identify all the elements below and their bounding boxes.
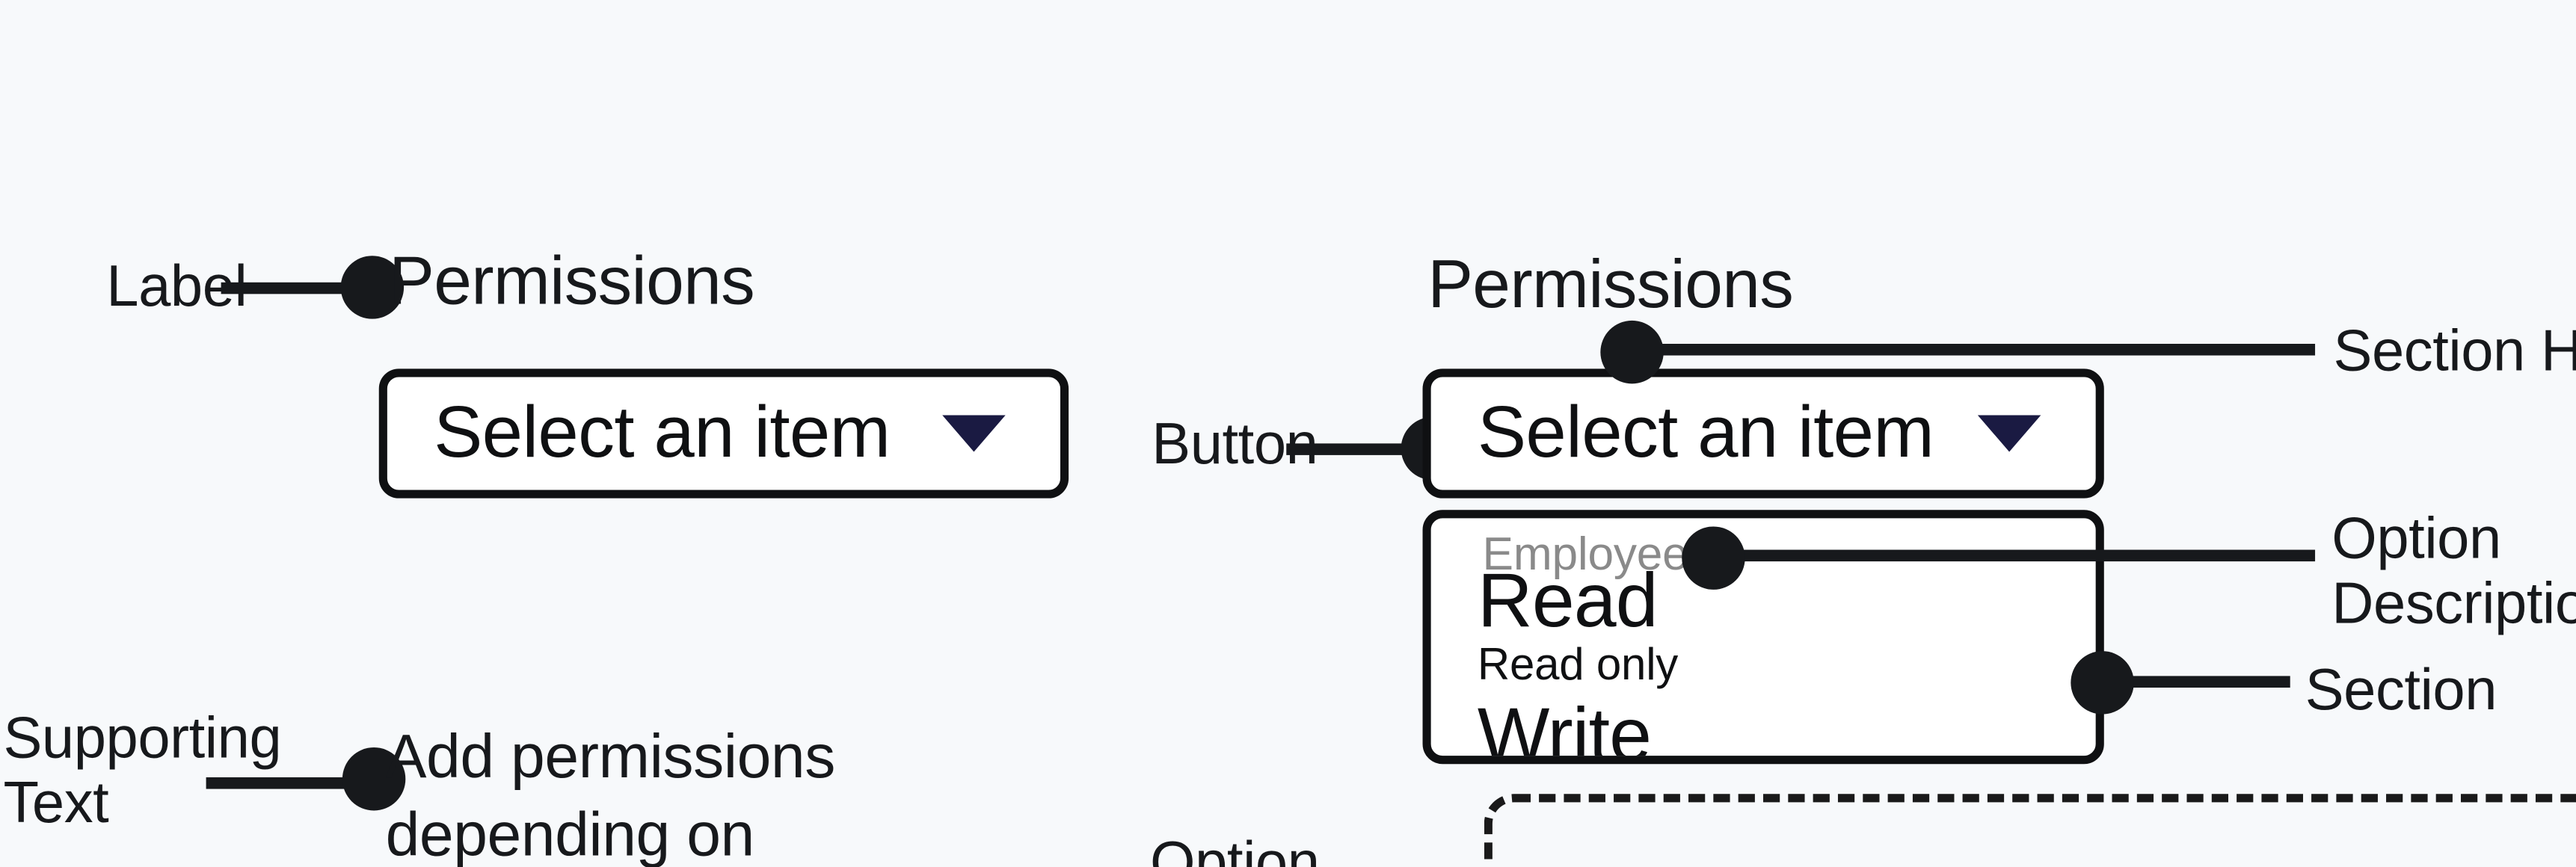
annotation-dot <box>2071 651 2134 715</box>
annotation-dot <box>1682 526 1745 590</box>
right-select-button[interactable]: Select an item <box>1422 368 2104 499</box>
right-select-button-value: Select an item <box>1477 392 1934 474</box>
measurement-outline-option-read <box>1484 794 2576 867</box>
option-description: Read only <box>1477 639 1679 690</box>
annotation-leader-line <box>221 282 364 294</box>
listbox-panel[interactable]: Employees Read Read only Write Read and … <box>1422 510 2104 765</box>
annotation-dot <box>340 256 405 319</box>
annotation-leader-line <box>1720 549 2316 562</box>
chevron-down-icon <box>942 415 1006 452</box>
annotation-leader-line <box>206 777 366 789</box>
annotation-section-label: Section <box>2305 658 2497 723</box>
chevron-down-icon <box>1977 415 2041 452</box>
annotation-dot <box>1600 320 1664 384</box>
annotation-option-description-label: Option Description <box>2331 506 2576 637</box>
option-label: Read <box>1477 556 1659 644</box>
left-select-button-value: Select an item <box>434 392 891 474</box>
right-field-label: Permissions <box>1427 245 1794 323</box>
annotation-option-label: Option <box>1150 830 1320 867</box>
annotation-dot <box>342 747 406 811</box>
left-supporting-text: Add permissions depending on employee gr… <box>385 722 836 867</box>
annotation-leader-line <box>1633 344 2316 356</box>
annotation-leader-line <box>2107 676 2290 688</box>
option-label: Write <box>1477 691 1652 765</box>
left-field-label: Permissions <box>389 242 755 319</box>
annotation-section-header-label: Section Header <box>2333 318 2576 384</box>
annotation-supporting-text-label: Supporting Text <box>3 706 282 836</box>
annotation-leader-line <box>1286 443 1433 455</box>
section-header-employees: Employees <box>1482 528 1712 580</box>
left-select-button[interactable]: Select an item <box>378 368 1069 499</box>
